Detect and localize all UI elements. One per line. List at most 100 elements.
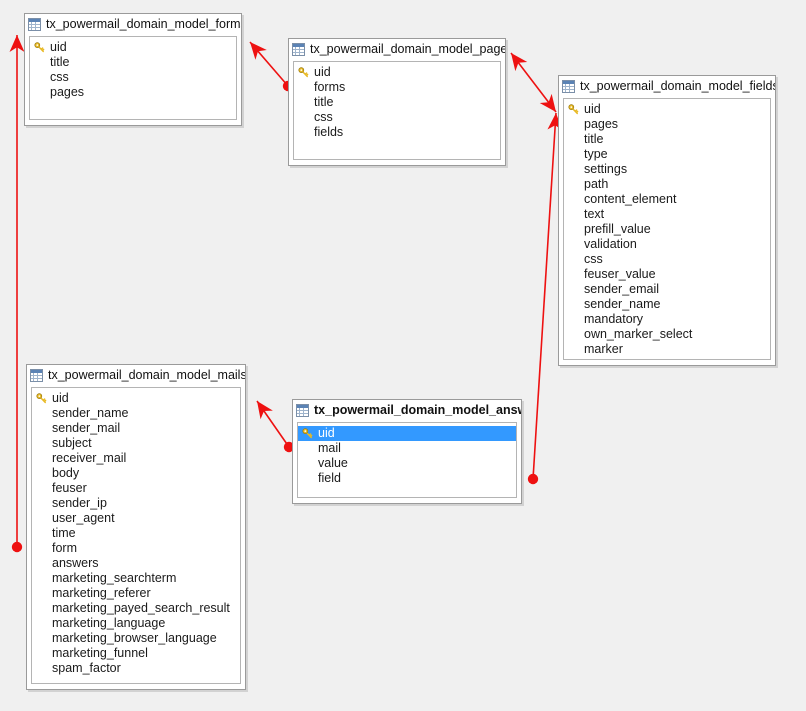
column-row[interactable]: validation xyxy=(564,237,770,252)
column-row[interactable]: pages xyxy=(30,85,236,100)
column-icon-slot xyxy=(35,452,48,465)
column-name: mail xyxy=(318,441,341,455)
column-row[interactable]: css xyxy=(294,110,500,125)
table-title-bar[interactable]: tx_powermail_domain_model_answer xyxy=(293,400,521,421)
column-row[interactable]: time xyxy=(32,526,240,541)
column-name: uid xyxy=(314,65,331,79)
column-name: uid xyxy=(584,102,601,116)
table-title: tx_powermail_domain_model_mails xyxy=(48,368,245,382)
column-name: text xyxy=(584,207,605,221)
column-row[interactable]: uid xyxy=(32,391,240,406)
column-name: spam_factor xyxy=(52,661,121,675)
column-row[interactable]: form xyxy=(32,541,240,556)
column-row[interactable]: body xyxy=(32,466,240,481)
table-grid-icon xyxy=(30,369,43,382)
column-row[interactable]: marketing_language xyxy=(32,616,240,631)
table-title-bar[interactable]: tx_powermail_domain_model_pages xyxy=(289,39,505,60)
column-row[interactable]: marketing_browser_language xyxy=(32,631,240,646)
column-row[interactable]: sender_ip xyxy=(32,496,240,511)
column-row[interactable]: uid xyxy=(30,40,236,55)
table-title: tx_powermail_domain_model_answer xyxy=(314,403,521,417)
table-title-bar[interactable]: tx_powermail_domain_model_forms xyxy=(25,14,241,35)
relation-pages-to-fields[interactable] xyxy=(510,52,557,113)
column-row[interactable]: marker xyxy=(564,342,770,357)
column-row[interactable]: answers xyxy=(32,556,240,571)
column-row[interactable]: fields xyxy=(294,125,500,140)
column-icon-slot xyxy=(567,343,580,356)
column-name: value xyxy=(318,456,348,470)
column-icon-slot xyxy=(567,118,580,131)
column-icon-slot xyxy=(567,298,580,311)
column-row[interactable]: settings xyxy=(564,162,770,177)
table-title-bar[interactable]: tx_powermail_domain_model_fields xyxy=(559,76,775,97)
column-row[interactable]: sender_mail xyxy=(32,421,240,436)
column-icon-slot xyxy=(567,208,580,221)
column-row[interactable]: prefill_value xyxy=(564,222,770,237)
column-row[interactable]: sender_email xyxy=(564,282,770,297)
column-icon-slot xyxy=(33,71,46,84)
column-name: body xyxy=(52,466,80,480)
column-name: css xyxy=(50,70,69,84)
column-row[interactable]: css xyxy=(30,70,236,85)
column-row[interactable]: forms xyxy=(294,80,500,95)
column-row[interactable]: content_element xyxy=(564,192,770,207)
column-row[interactable]: marketing_referer xyxy=(32,586,240,601)
column-row[interactable]: css xyxy=(564,252,770,267)
column-row[interactable]: sender_name xyxy=(564,297,770,312)
column-icon-slot xyxy=(35,557,48,570)
column-icon-slot xyxy=(301,457,314,470)
column-row[interactable]: marketing_funnel xyxy=(32,646,240,661)
column-row[interactable]: uid xyxy=(294,65,500,80)
column-icon-slot xyxy=(567,238,580,251)
relation-answer-to-mails[interactable] xyxy=(256,400,295,453)
column-name: pages xyxy=(50,85,85,99)
column-row[interactable]: mandatory xyxy=(564,312,770,327)
column-row-selected[interactable]: uid xyxy=(298,426,516,441)
column-row[interactable]: user_agent xyxy=(32,511,240,526)
column-row[interactable]: title xyxy=(564,132,770,147)
column-row[interactable]: type xyxy=(564,147,770,162)
column-icon-slot xyxy=(567,253,580,266)
column-row[interactable]: spam_factor xyxy=(32,661,240,676)
column-row[interactable]: text xyxy=(564,207,770,222)
column-row[interactable]: pages xyxy=(564,117,770,132)
column-row[interactable]: mail xyxy=(298,441,516,456)
column-row[interactable]: uid xyxy=(564,102,770,117)
column-icon-slot xyxy=(567,178,580,191)
relation-pages-to-forms[interactable] xyxy=(249,41,294,92)
relation-arrowhead-start xyxy=(539,93,556,112)
column-icon-slot xyxy=(35,632,48,645)
column-row[interactable]: feuser xyxy=(32,481,240,496)
relation-mails-to-forms[interactable] xyxy=(9,35,25,553)
table-title-bar[interactable]: tx_powermail_domain_model_mails xyxy=(27,365,245,386)
column-icon-slot xyxy=(297,96,310,109)
column-icon-slot xyxy=(567,223,580,236)
column-row[interactable]: title xyxy=(30,55,236,70)
column-row[interactable]: feuser_value xyxy=(564,267,770,282)
column-icon-slot xyxy=(33,86,46,99)
column-row[interactable]: receiver_mail xyxy=(32,451,240,466)
relation-arrowhead-end xyxy=(257,401,273,420)
column-row[interactable]: path xyxy=(564,177,770,192)
column-row[interactable]: title xyxy=(294,95,500,110)
column-row[interactable]: marketing_payed_search_result xyxy=(32,601,240,616)
column-row[interactable]: field xyxy=(298,471,516,486)
column-row[interactable]: value xyxy=(298,456,516,471)
column-icon-slot xyxy=(297,126,310,139)
column-row[interactable]: subject xyxy=(32,436,240,451)
column-name: marketing_searchterm xyxy=(52,571,177,585)
column-row[interactable]: sender_name xyxy=(32,406,240,421)
column-row[interactable]: marketing_searchterm xyxy=(32,571,240,586)
column-row[interactable]: own_marker_select xyxy=(564,327,770,342)
column-icon-slot xyxy=(35,407,48,420)
column-icon-slot xyxy=(33,56,46,69)
column-name: uid xyxy=(50,40,67,54)
column-name: marketing_language xyxy=(52,616,166,630)
